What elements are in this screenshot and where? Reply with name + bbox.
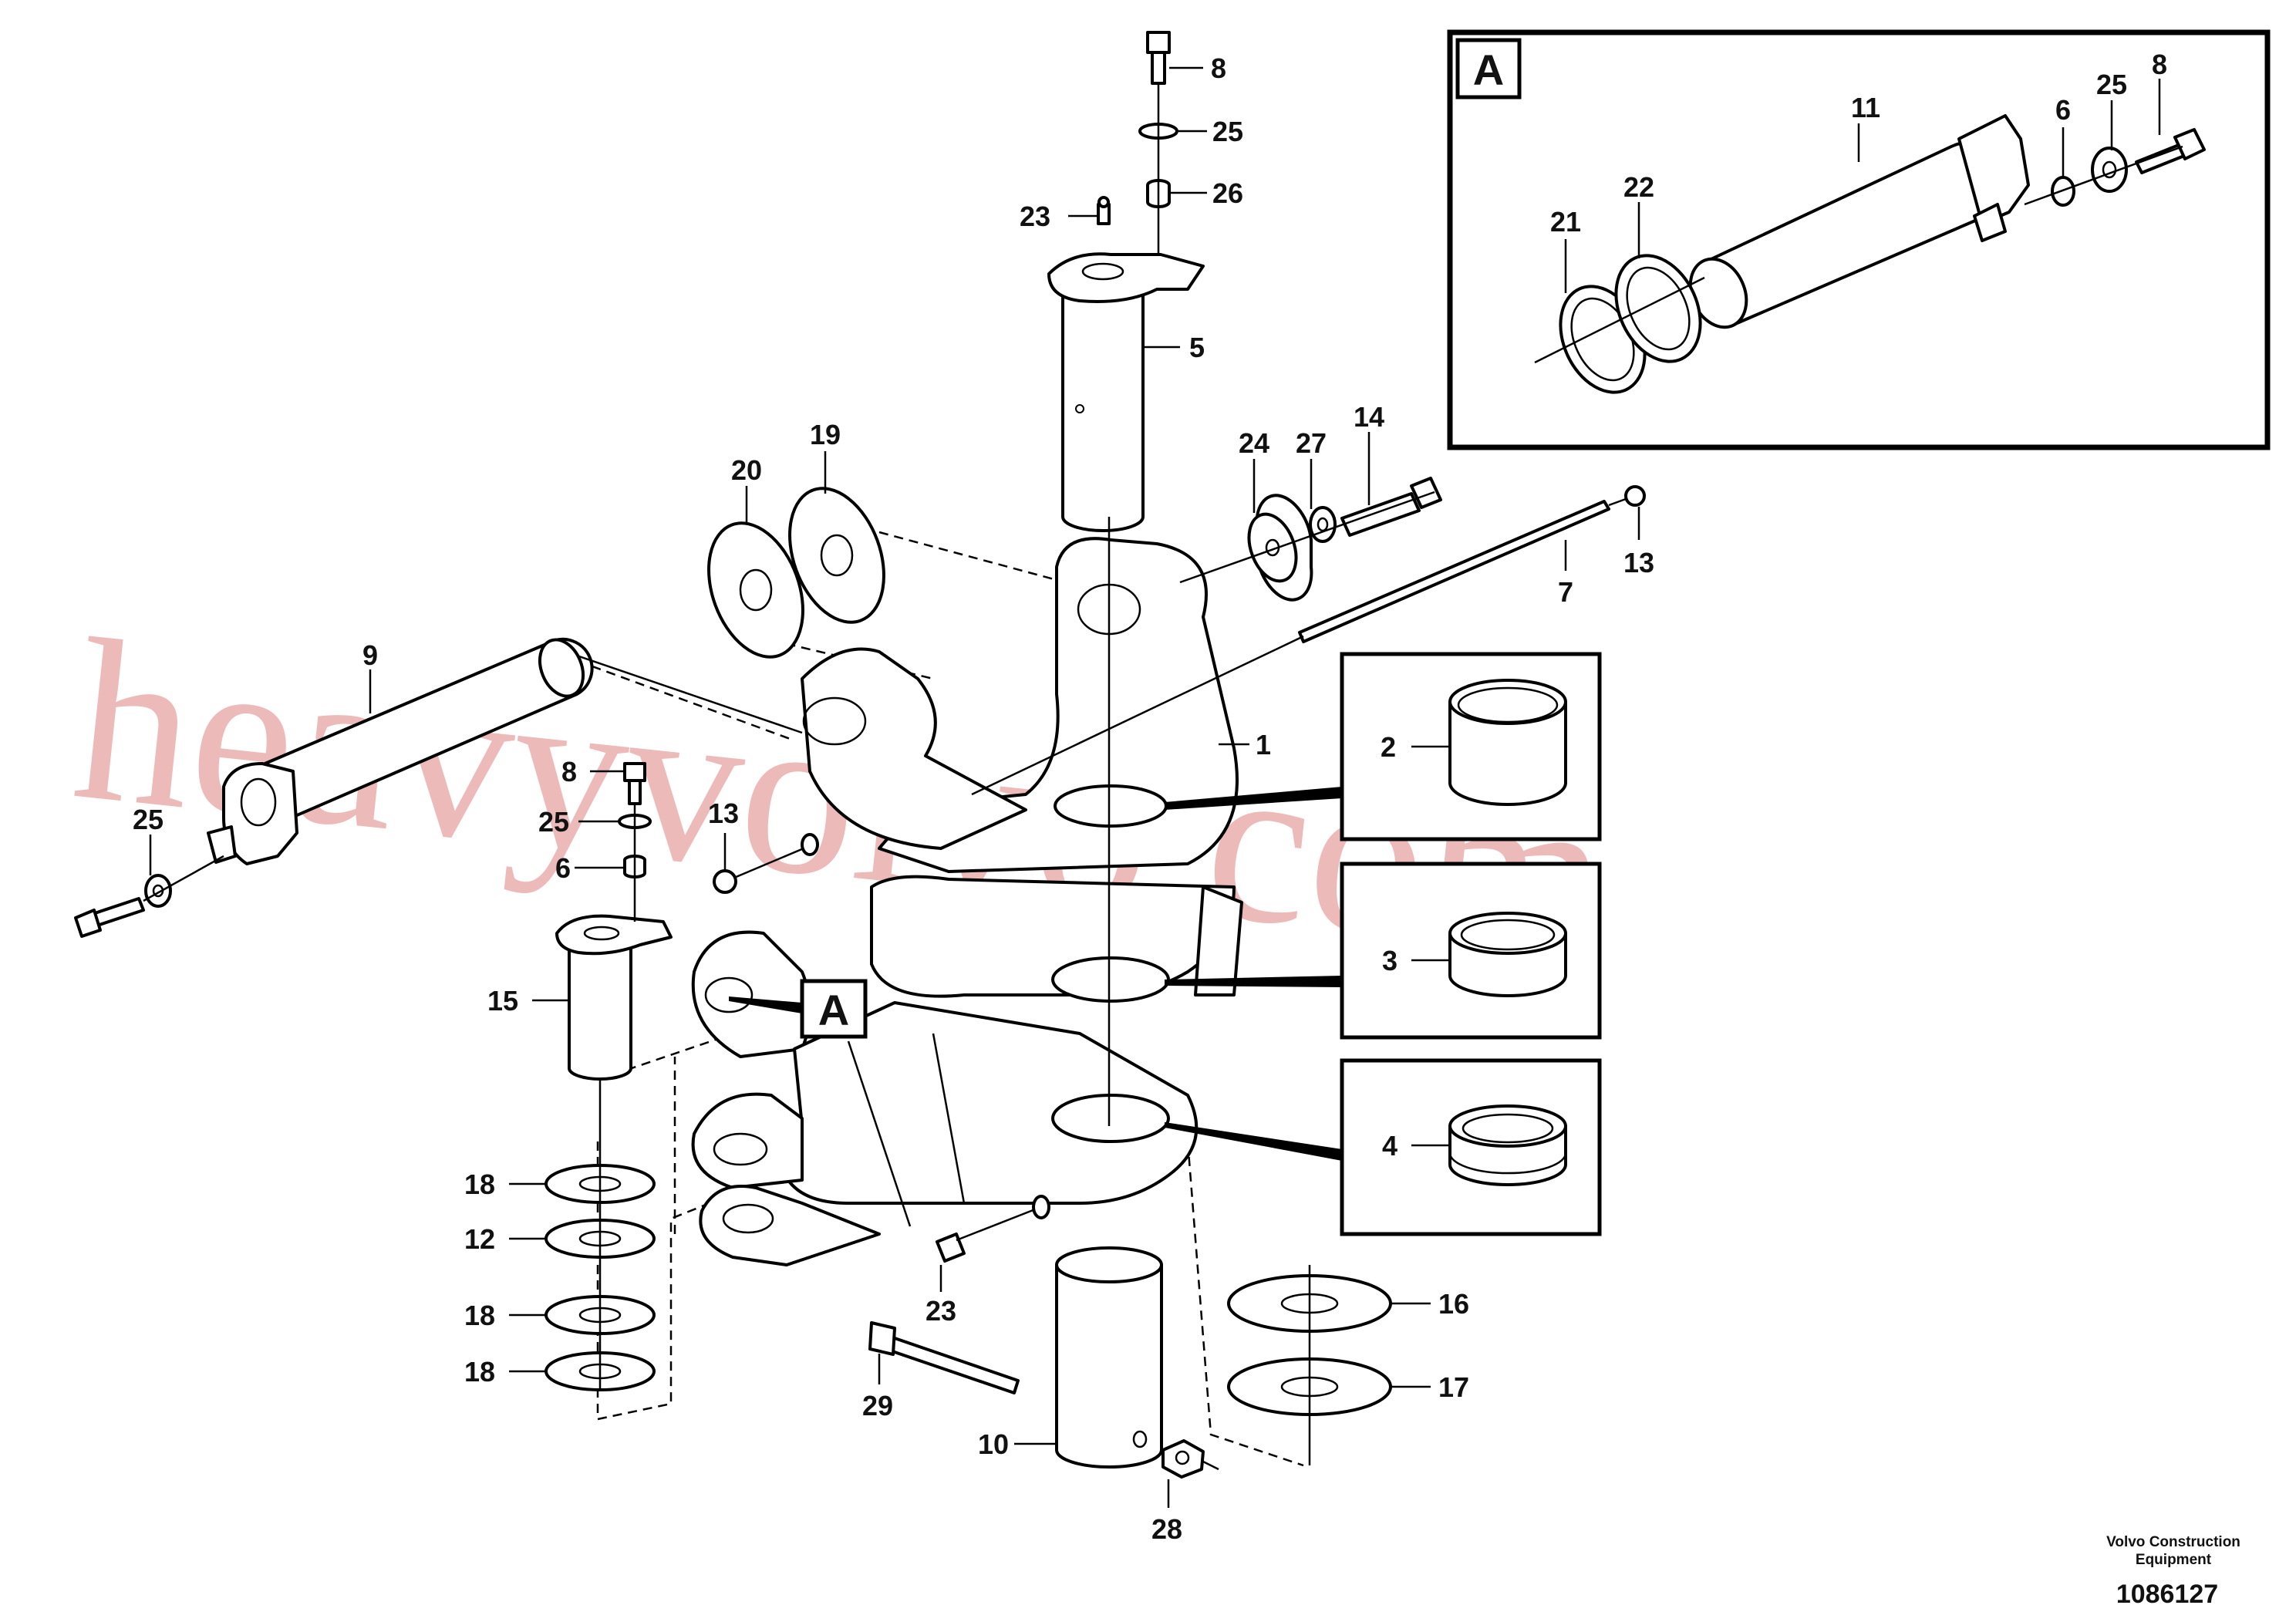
- callout-25-top: 25: [1212, 116, 1243, 147]
- callout-12: 12: [464, 1223, 495, 1255]
- callout-15: 15: [487, 985, 518, 1017]
- grease-nipple-23-bottom: [936, 1195, 1050, 1263]
- bolt-assembly-14: [1179, 477, 1442, 602]
- callout-8-top: 8: [1211, 52, 1226, 84]
- callout-24: 24: [1239, 427, 1269, 459]
- callout-6-detail: 6: [2055, 94, 2071, 126]
- detail-view-label: A: [1473, 46, 1504, 94]
- pin-10: [1055, 1246, 1163, 1469]
- detail-view-a: A 11 6: [1447, 29, 2271, 450]
- callout-21: 21: [1550, 206, 1581, 238]
- swing-frame-1: [691, 537, 1243, 1266]
- callout-19: 19: [810, 419, 841, 450]
- inset-bushing-3: [1165, 862, 1602, 1040]
- pin-15: [555, 762, 673, 1081]
- callout-20: 20: [731, 454, 762, 486]
- rod-7: [971, 485, 1646, 796]
- nut-28: [1161, 1439, 1219, 1479]
- callout-23-bottom: 23: [925, 1295, 956, 1327]
- callout-7: 7: [1558, 576, 1573, 608]
- drawing-number: 1086127: [2116, 1580, 2218, 1609]
- callout-28: 28: [1151, 1513, 1182, 1545]
- callout-25-far: 25: [133, 804, 164, 835]
- detail-callouts: 11 6 25 8 21 22: [1550, 49, 2167, 293]
- callout-6-left: 6: [555, 852, 571, 884]
- nut-13-left: [713, 833, 819, 894]
- callout-22: 22: [1623, 171, 1654, 203]
- callout-23-top: 23: [1020, 201, 1050, 232]
- callout-8-detail: 8: [2152, 49, 2167, 80]
- callout-1: 1: [1256, 729, 1271, 760]
- callout-13-left: 13: [708, 798, 739, 829]
- callout-13-right: 13: [1623, 547, 1654, 578]
- detail-pin-11: [1688, 114, 2030, 329]
- top-bolt-8: [1138, 31, 1178, 255]
- left-fasteners-25-8: [74, 855, 224, 938]
- inset-bushing-2: [1165, 652, 1602, 841]
- callout-25-detail: 25: [2096, 69, 2127, 100]
- callout-18-a: 18: [464, 1168, 495, 1200]
- brand-line-2: Equipment: [2136, 1552, 2212, 1568]
- shim-stack: [544, 1080, 656, 1391]
- callout-18-c: 18: [464, 1356, 495, 1388]
- callout-16: 16: [1438, 1288, 1469, 1320]
- detail-marker-a: A: [729, 979, 868, 1039]
- shims-19-20: [707, 487, 885, 659]
- callout-5: 5: [1189, 332, 1205, 363]
- detail-marker-label: A: [818, 986, 849, 1034]
- detail-label-box: [1455, 38, 1522, 99]
- footer: Volvo Construction Equipment 1086127: [2106, 1534, 2240, 1609]
- bolt-29: [868, 1321, 1020, 1394]
- pin-9: [207, 637, 803, 865]
- callout-10: 10: [978, 1428, 1009, 1460]
- detail-seals: [1534, 254, 1705, 394]
- callout-4: 4: [1382, 1130, 1397, 1162]
- pin-5: [1047, 252, 1205, 1126]
- callout-3: 3: [1382, 945, 1397, 976]
- detail-fasteners: [2024, 128, 2206, 207]
- callout-2: 2: [1381, 731, 1396, 763]
- callout-14: 14: [1354, 401, 1384, 433]
- callout-26: 26: [1212, 177, 1243, 209]
- callout-17: 17: [1438, 1371, 1469, 1403]
- callout-9: 9: [362, 639, 378, 671]
- callout-8-left: 8: [561, 756, 577, 787]
- shims-16-17: [1227, 1265, 1392, 1465]
- callout-11: 11: [1851, 92, 1880, 123]
- grease-nipple-23-top: [1097, 196, 1111, 225]
- callout-18-b: 18: [464, 1300, 495, 1331]
- brand-line-1: Volvo Construction: [2106, 1534, 2240, 1550]
- inset-bearing-4: [1165, 1058, 1602, 1236]
- callout-27: 27: [1296, 427, 1327, 459]
- callout-25-left: 25: [538, 806, 569, 838]
- main-callouts: 8 25 26 23 5 20 19 24 27 14 13 7 9 1 2 8…: [133, 52, 1654, 1545]
- callout-29: 29: [862, 1390, 893, 1421]
